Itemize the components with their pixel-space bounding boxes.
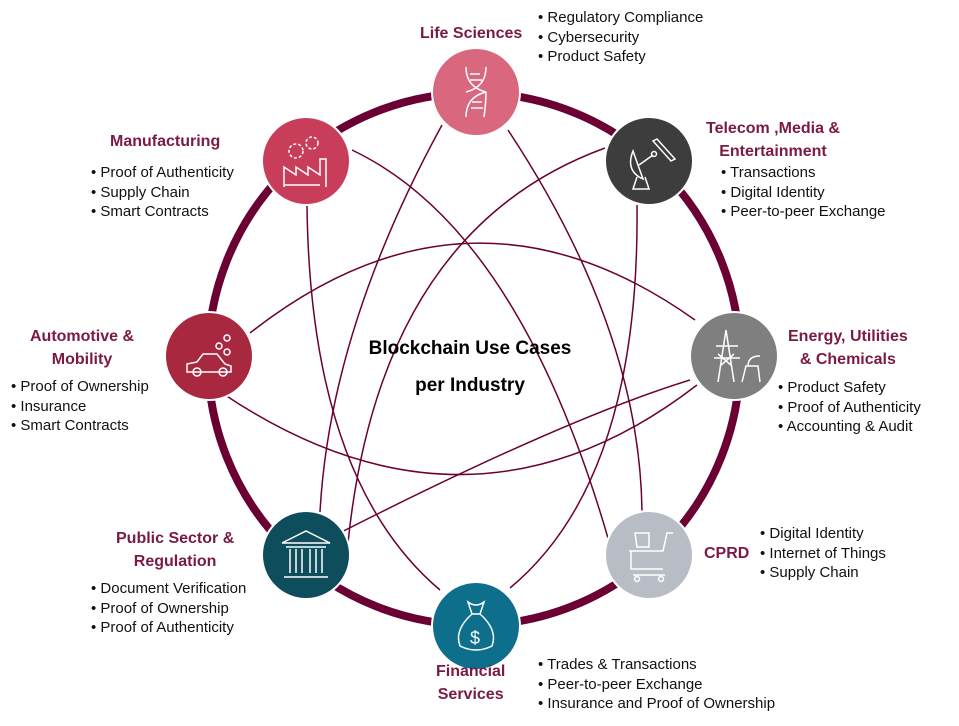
list-item: Digital Identity [721, 183, 886, 203]
list-cprd: Digital Identity Internet of Things Supp… [760, 524, 886, 583]
list-item: Cybersecurity [538, 28, 703, 48]
title-text: Life Sciences [420, 25, 523, 42]
list-item: Accounting & Audit [778, 417, 921, 437]
title-cprd: CPRD [704, 542, 749, 565]
list-item: Trades & Transactions [538, 655, 775, 675]
node-public-sector[interactable] [261, 510, 351, 600]
satellite-icon [629, 138, 677, 190]
title-text: Manufacturing [110, 133, 221, 150]
list-life-sciences: Regulatory Compliance Cybersecurity Prod… [538, 8, 703, 67]
title-text: Services [437, 686, 504, 703]
title-financial: Financial Services [436, 660, 505, 706]
title-energy: Energy, Utilities & Chemicals [788, 325, 908, 371]
shopping-cart-icon [629, 532, 673, 583]
list-item: Regulatory Compliance [538, 8, 703, 28]
list-item: Insurance [11, 397, 149, 417]
link-auto-energy-bottom [221, 384, 698, 476]
title-text: Automotive & [30, 328, 134, 345]
title-text: Financial [436, 663, 506, 680]
list-item: Peer-to-peer Exchange [538, 675, 775, 695]
list-item: Proof of Authenticity [91, 163, 233, 183]
link-manufacturing-financial [306, 204, 441, 591]
factory-icon [283, 136, 327, 187]
title-automotive: Automotive & Mobility [30, 325, 134, 371]
bank-icon [281, 530, 331, 578]
list-item: Proof of Authenticity [778, 398, 920, 418]
dna-icon [465, 66, 487, 118]
title-text: Entertainment [719, 143, 827, 160]
link-public-energy [319, 379, 691, 544]
list-financial: Trades & Transactions Peer-to-peer Excha… [538, 655, 775, 714]
node-manufacturing[interactable] [261, 116, 351, 206]
list-automotive: Proof of Ownership Insurance Smart Contr… [11, 377, 149, 436]
list-item: Internet of Things [760, 544, 885, 564]
title-text: Mobility [51, 351, 113, 368]
list-item: Product Safety [538, 47, 703, 67]
car-icon [186, 334, 232, 377]
node-telecom[interactable] [604, 116, 694, 206]
title-text: Telecom ,Media & [706, 120, 840, 137]
list-item: Supply Chain [91, 183, 234, 203]
svg-text:$: $ [470, 628, 480, 648]
node-life-sciences[interactable] [431, 47, 521, 137]
list-item: Digital Identity [760, 524, 886, 544]
link-manufacturing-cprd [351, 149, 611, 546]
center-title-line2: per Industry [415, 375, 525, 396]
link-life-cprd [507, 129, 643, 513]
title-text: Energy, Utilities [788, 328, 908, 345]
list-item: Insurance and Proof of Ownership [538, 694, 775, 714]
center-title: Blockchain Use Cases per Industry [350, 330, 590, 404]
money-bag-icon: $ [457, 599, 495, 651]
title-public-sector: Public Sector & Regulation [116, 527, 234, 573]
list-item: Proof of Authenticity [91, 618, 246, 638]
list-item: Proof of Ownership [11, 377, 148, 397]
list-item: Product Safety [778, 378, 921, 398]
link-telecom-public [347, 147, 606, 544]
title-text: CPRD [704, 545, 750, 562]
title-telecom: Telecom ,Media & Entertainment [706, 117, 840, 163]
title-life-sciences: Life Sciences [420, 22, 522, 45]
center-title-line1: Blockchain Use Cases [368, 338, 572, 359]
link-telecom-financial [509, 204, 638, 589]
node-energy[interactable] [689, 311, 779, 401]
title-manufacturing: Manufacturing [110, 130, 220, 153]
list-item: Supply Chain [760, 563, 886, 583]
title-text: & Chemicals [799, 351, 896, 368]
list-telecom: Transactions Digital Identity Peer-to-pe… [721, 163, 886, 222]
list-item: Peer-to-peer Exchange [721, 202, 885, 222]
title-text: Public Sector & [116, 530, 235, 547]
node-financial[interactable]: $ [431, 581, 521, 671]
list-manufacturing: Proof of Authenticity Supply Chain Smart… [91, 163, 234, 222]
list-item: Document Verification [91, 579, 246, 599]
list-item: Proof of Ownership [91, 599, 246, 619]
title-text: Regulation [133, 553, 217, 570]
list-energy: Product Safety Proof of Authenticity Acc… [778, 378, 921, 437]
link-life-public [319, 124, 443, 513]
list-public-sector: Document Verification Proof of Ownership… [91, 579, 246, 638]
power-tower-icon [714, 329, 761, 383]
link-auto-energy-top [249, 242, 696, 334]
list-item: Smart Contracts [91, 202, 234, 222]
list-item: Smart Contracts [11, 416, 149, 436]
node-automotive[interactable] [164, 311, 254, 401]
list-item: Transactions [721, 163, 886, 183]
node-cprd[interactable] [604, 510, 694, 600]
